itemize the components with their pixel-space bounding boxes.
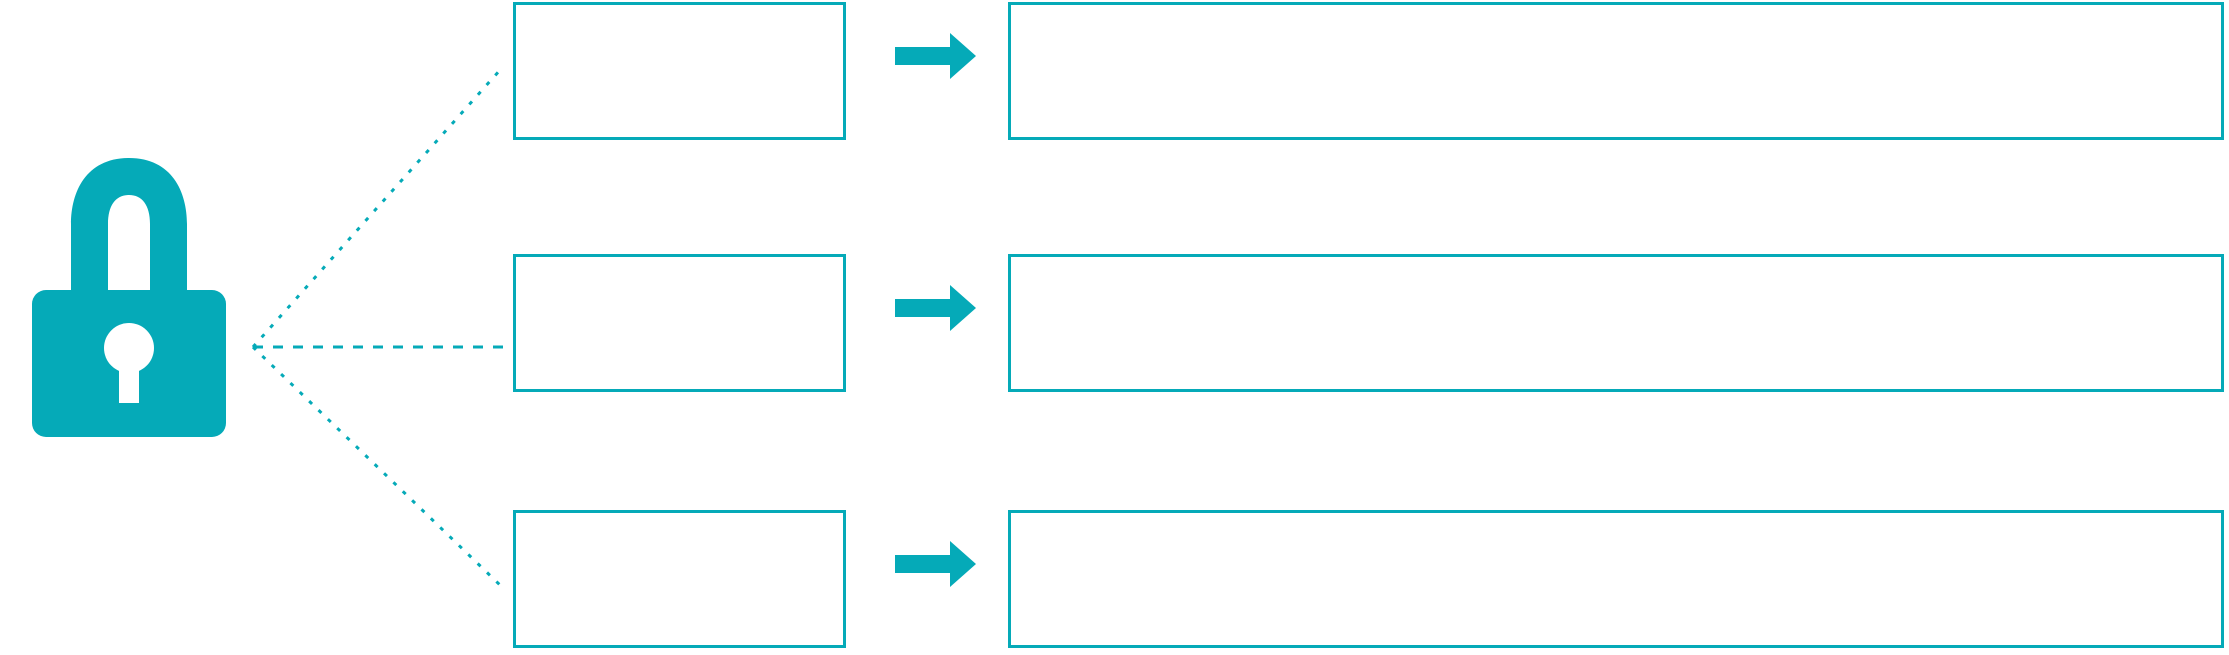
right-arrow-icon [895, 541, 976, 587]
right-arrow-icon [895, 285, 976, 331]
flow-row [0, 508, 2229, 653]
outcome-text [1011, 5, 2221, 21]
flow-row [0, 252, 2229, 397]
condition-text [516, 257, 843, 273]
outcome-box[interactable] [1008, 2, 2224, 140]
lock-icon [32, 158, 226, 437]
condition-box[interactable] [513, 254, 846, 392]
condition-box[interactable] [513, 2, 846, 140]
condition-text [516, 5, 843, 21]
outcome-box[interactable] [1008, 254, 2224, 392]
outcome-text [1011, 513, 2221, 529]
condition-box[interactable] [513, 510, 846, 648]
outcome-box[interactable] [1008, 510, 2224, 648]
flow-row [0, 0, 2229, 145]
condition-text [516, 513, 843, 529]
right-arrow-icon [895, 33, 976, 79]
outcome-text [1011, 257, 2221, 273]
